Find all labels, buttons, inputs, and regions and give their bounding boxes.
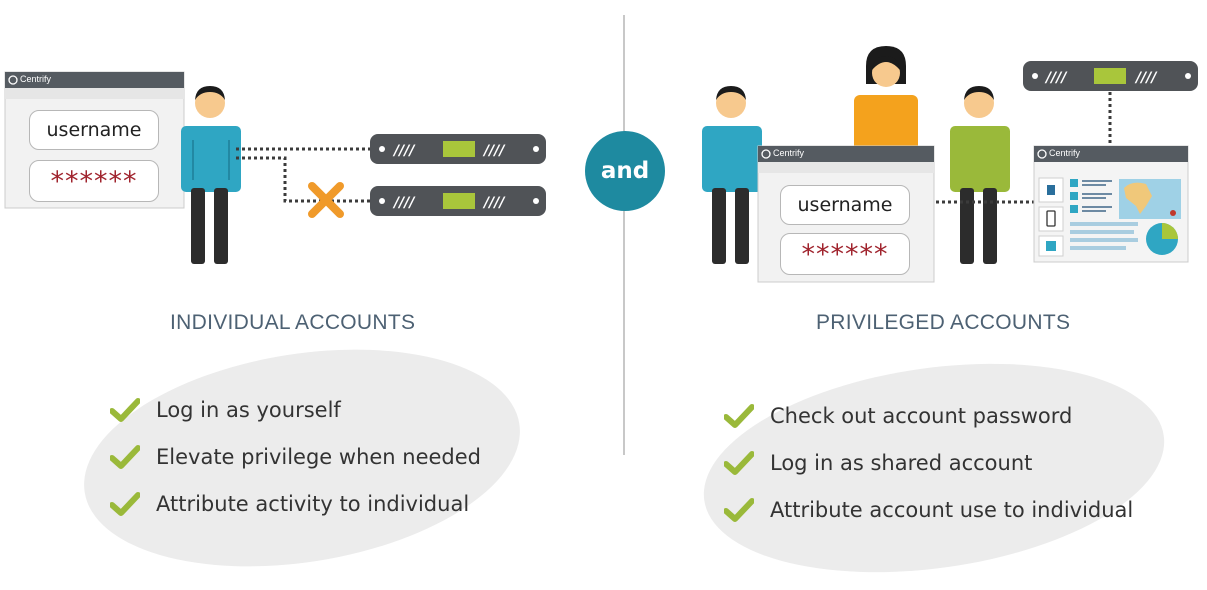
check-icon [724,497,754,522]
check-icon [724,403,754,428]
left-username-field: username [29,110,159,150]
right-person-green [950,86,1010,264]
svg-text:////: //// [482,195,506,211]
left-password-field: ****** [29,160,159,202]
list-item: Attribute account use to individual [724,486,1133,533]
right-username-field: username [780,185,910,225]
centrify-logo-icon [8,75,18,85]
list-item-label: Elevate privilege when needed [156,444,482,469]
left-person-blue [181,86,241,264]
svg-text:////: //// [392,195,416,211]
list-item-label: Check out account password [770,403,1073,428]
privileged-accounts-list: Check out account password Log in as sha… [724,392,1133,533]
left-list-background [84,349,520,567]
svg-text:////: //// [1134,70,1158,86]
list-item: Log in as shared account [724,439,1133,486]
check-icon [110,491,140,516]
right-login-brand: Centrify [773,148,805,158]
centrify-logo-icon [761,149,771,159]
check-icon [110,397,140,422]
left-server-top: //// //// [370,134,546,164]
list-item: Elevate privilege when needed [110,433,481,480]
list-item-label: Attribute account use to individual [770,497,1134,522]
dashboard-brand: Centrify [1049,148,1081,158]
svg-text:////: //// [392,143,416,159]
individual-accounts-title: INDIVIDUAL ACCOUNTS [170,311,416,334]
right-person-orange [854,46,918,161]
phone-icon [1046,210,1056,227]
left-server-bottom: //// //// [370,186,546,216]
list-item: Check out account password [724,392,1133,439]
check-icon [724,450,754,475]
list-item-label: Log in as yourself [156,397,341,422]
right-list-background [703,363,1165,573]
share-icon [1046,241,1056,251]
denied-access-x-icon [308,182,344,218]
centrify-logo-icon [1037,149,1047,159]
right-password-field: ****** [780,233,910,275]
and-connector-label: and [600,158,650,184]
user-icon [1047,185,1055,195]
and-connector-circle [585,131,665,211]
list-item: Log in as yourself [110,386,481,433]
svg-text:////: //// [1044,70,1068,86]
left-login-brand: Centrify [20,74,52,84]
list-item: Attribute activity to individual [110,480,481,527]
check-icon [110,444,140,469]
right-person-blue [702,86,762,264]
individual-accounts-list: Log in as yourself Elevate privilege whe… [110,386,481,527]
list-item-label: Log in as shared account [770,450,1033,475]
list-item-label: Attribute activity to individual [156,491,470,516]
privileged-accounts-title: PRIVILEGED ACCOUNTS [816,311,1071,334]
right-server: //// //// [1023,61,1198,91]
svg-text:////: //// [482,143,506,159]
left-connection-lines [236,147,378,203]
dashboard-window [1033,145,1189,263]
